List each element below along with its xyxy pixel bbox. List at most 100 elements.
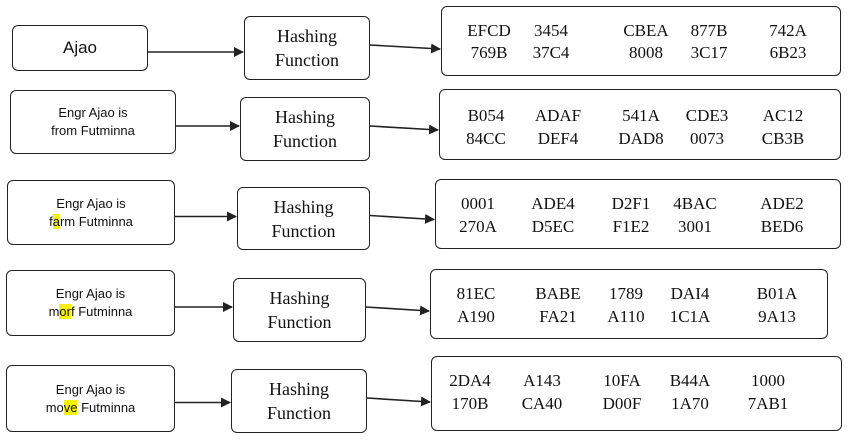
hex-block: 0073 — [690, 129, 724, 148]
hex-block: 3C17 — [690, 43, 728, 62]
changed-letters-highlight: a — [52, 213, 60, 229]
hex-block: DAI4 — [670, 284, 710, 303]
function-label: Function — [272, 131, 337, 151]
hash-to-output-arrow-1 — [369, 43, 441, 54]
hex-block: 1A70 — [671, 394, 709, 413]
hex-block: DAD8 — [618, 129, 664, 148]
input-text-part: Engr Ajao is — [56, 195, 126, 211]
hash-output-row: 84CC DEF4 DAD8 0073 CB3B — [440, 128, 840, 150]
input-box-2: Engr Ajao is from Futminna — [10, 90, 176, 154]
hash-to-output-arrow-5 — [366, 396, 431, 407]
hex-block: B01A — [756, 284, 798, 303]
function-label: Function — [271, 220, 336, 241]
hash-output-row: 170B CA40 D00F 1A70 7AB1 — [432, 393, 841, 415]
hashing-label: Hashing — [277, 26, 337, 46]
hex-block: 270A — [459, 217, 497, 236]
hex-block: 1789 — [609, 284, 643, 303]
hex-block: D2F1 — [611, 194, 651, 213]
changed-letters-highlight: ve — [63, 399, 78, 415]
hashing-label: Hashing — [269, 379, 329, 399]
hex-block: 3001 — [678, 217, 712, 236]
hex-block: 84CC — [466, 129, 506, 148]
hex-block: DEF4 — [537, 129, 579, 148]
hex-block: D5EC — [531, 217, 575, 236]
hex-block: 170B — [451, 394, 489, 413]
hex-block: BED6 — [760, 217, 804, 236]
hex-block: 7AB1 — [747, 394, 789, 413]
hex-block: BABE — [535, 284, 581, 303]
hex-block: CBEA — [623, 21, 669, 40]
hex-block: FA21 — [539, 307, 577, 326]
function-label: Function — [266, 403, 331, 423]
hex-block: 9A13 — [758, 307, 796, 326]
hash-to-output-arrow-3 — [369, 213, 435, 224]
hex-block: CB3B — [761, 129, 805, 148]
input-text: Engr Ajao is move Futminna — [45, 381, 136, 417]
hex-block: 541A — [622, 106, 660, 125]
input-box-4: Engr Ajao is morf Futminna — [6, 270, 175, 336]
hex-block: 6B23 — [769, 43, 807, 62]
hex-block: AC12 — [762, 106, 804, 125]
input-text: Engr Ajao is morf Futminna — [48, 285, 133, 321]
input-text-part: from Futminna — [51, 123, 135, 138]
hex-block: 1C1A — [669, 307, 711, 326]
input-box-1: Ajao — [12, 25, 148, 71]
hex-block: A110 — [607, 307, 645, 326]
hex-block: 4BAC — [673, 194, 717, 213]
hash-output-row: 270A D5EC F1E2 3001 BED6 — [436, 216, 840, 238]
input-text-part: mo — [45, 399, 64, 415]
hashing-label: Hashing — [269, 288, 330, 308]
hex-block: 0001 — [461, 194, 495, 213]
hex-block: 8008 — [629, 43, 663, 62]
hex-block: CA40 — [521, 394, 563, 413]
input-text-part: Engr Ajao is — [55, 286, 126, 301]
input-text-part: rm Futminna — [59, 213, 133, 229]
input-text-part: f — [49, 213, 53, 229]
hex-block: CDE3 — [685, 106, 729, 125]
hashing-label: Hashing — [273, 196, 334, 217]
input-box-5: Engr Ajao is move Futminna — [6, 365, 175, 432]
hex-block: 3454 — [534, 21, 568, 40]
hash-to-output-arrow-2 — [369, 124, 439, 135]
input-text-part: Ajao — [62, 38, 98, 57]
hex-block: D00F — [602, 394, 642, 413]
input-text-part: m — [48, 304, 60, 319]
input-text: Engr Ajao is from Futminna — [51, 104, 135, 140]
hex-block: 742A — [769, 21, 807, 40]
input-text: Ajao — [63, 39, 97, 57]
hex-block: F1E2 — [612, 217, 650, 236]
hashing-label: Hashing — [275, 107, 335, 127]
input-text-part: f Futminna — [70, 304, 133, 319]
input-text-part: Engr Ajao is — [55, 381, 126, 397]
changed-letters-highlight: or — [59, 304, 71, 319]
input-text-part: Futminna — [77, 399, 136, 415]
hex-block: A143 — [523, 371, 561, 390]
hex-block: 1000 — [751, 371, 785, 390]
hex-block: ADAF — [534, 106, 582, 125]
hex-block: B44A — [669, 371, 711, 390]
hex-block: A190 — [457, 307, 495, 326]
input-text-part: Engr Ajao is — [58, 105, 128, 120]
hex-block: ADE4 — [531, 194, 575, 213]
hex-block: 2DA4 — [449, 371, 491, 390]
hex-block: 769B — [470, 43, 508, 62]
hash-output-row: A190 FA21 A110 1C1A 9A13 — [431, 306, 827, 328]
